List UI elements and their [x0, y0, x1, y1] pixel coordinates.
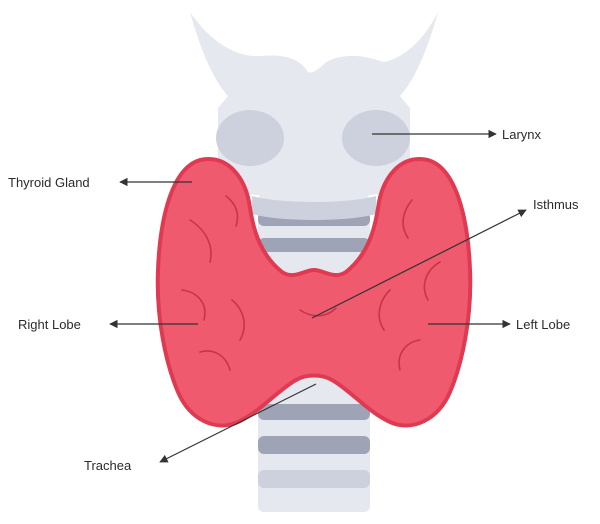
trachea-ring — [258, 470, 370, 488]
trachea-ring — [258, 496, 370, 512]
label-larynx: Larynx — [502, 127, 542, 142]
label-right-lobe: Right Lobe — [18, 317, 81, 332]
trachea-ring — [258, 238, 370, 252]
label-trachea: Trachea — [84, 458, 132, 473]
trachea-ring — [258, 404, 370, 420]
larynx-right-cartilage — [342, 110, 410, 166]
label-thyroid-gland: Thyroid Gland — [8, 175, 90, 190]
label-isthmus: Isthmus — [533, 197, 579, 212]
label-left-lobe: Left Lobe — [516, 317, 570, 332]
larynx-left-cartilage — [216, 110, 284, 166]
trachea-ring — [258, 436, 370, 454]
